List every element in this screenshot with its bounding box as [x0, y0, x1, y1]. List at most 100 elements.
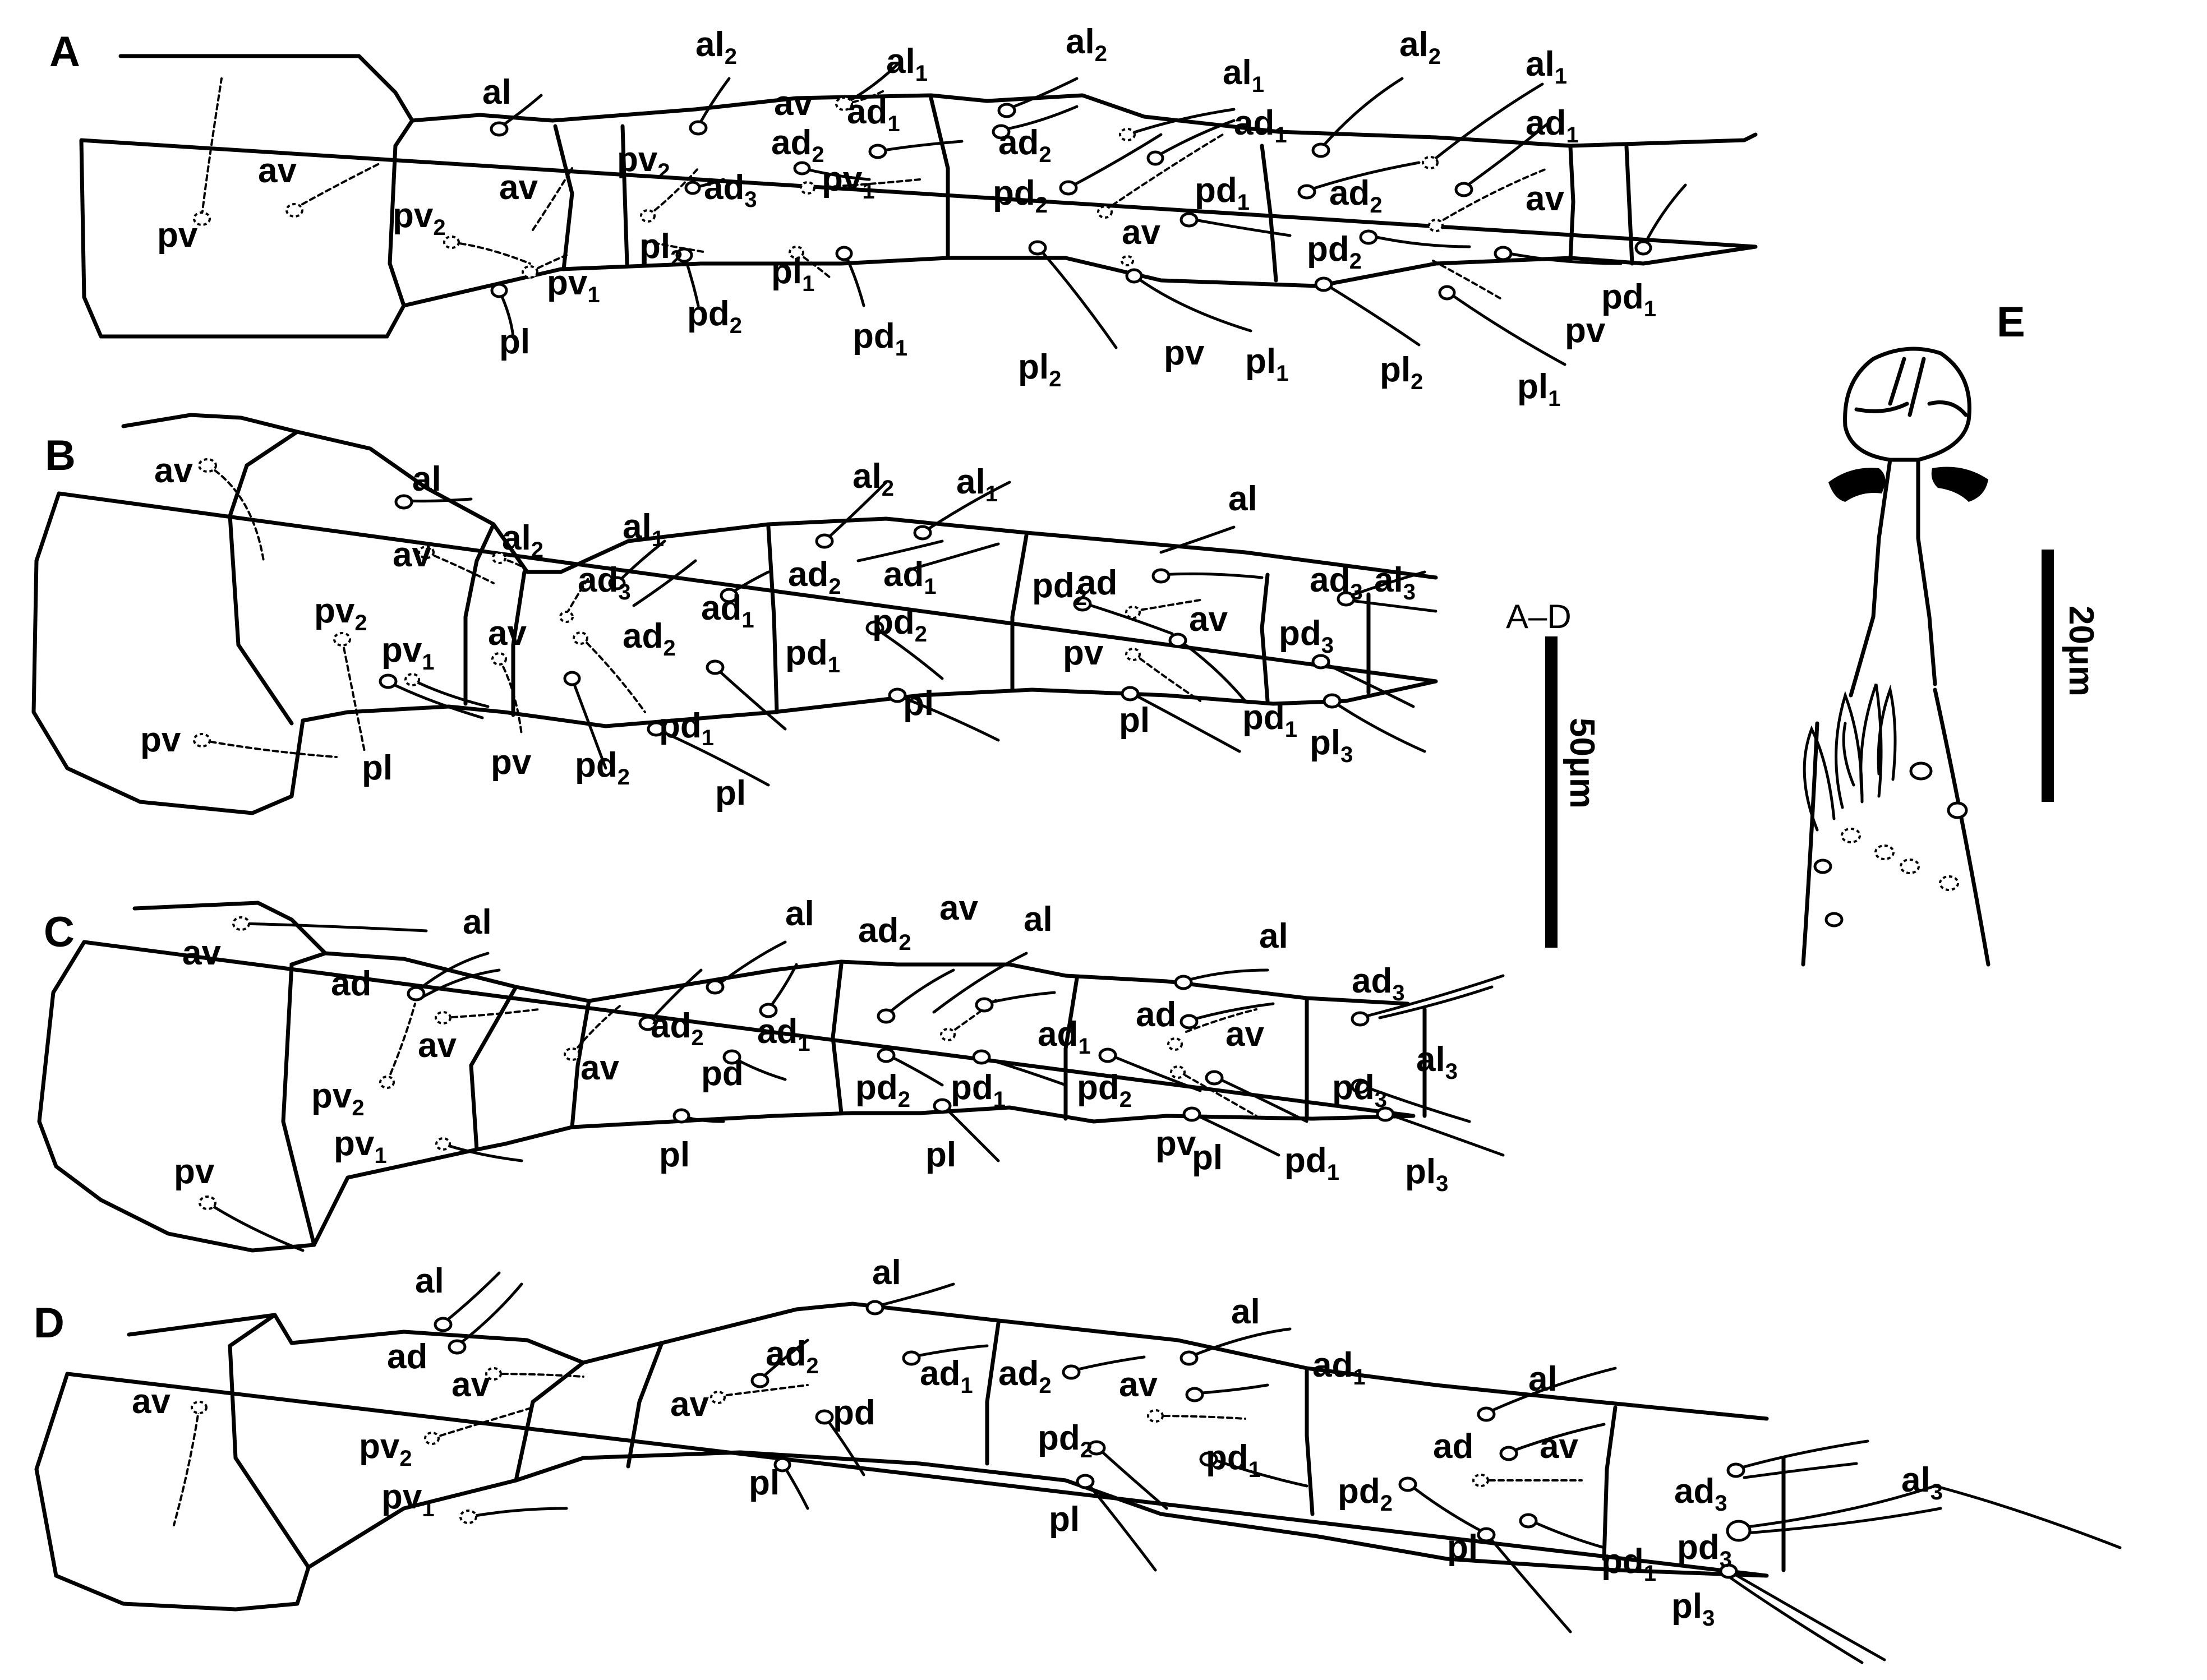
seta-label-al: al: [872, 1253, 901, 1292]
socket: [706, 659, 725, 675]
seta-label-al: al2: [1399, 25, 1441, 69]
tarsal-seta: [1803, 725, 1836, 832]
seta-label-pd: pd1: [1601, 1542, 1656, 1586]
seta-label-pl: pl3: [1671, 1587, 1715, 1631]
socket: [1719, 1563, 1738, 1579]
seta-label-ad: ad: [1136, 995, 1176, 1034]
socket: [789, 246, 804, 259]
socket: [199, 1196, 216, 1210]
stalk: [1849, 458, 1937, 698]
seta: [386, 1003, 416, 1083]
socket: [997, 103, 1016, 118]
seta: [498, 658, 523, 736]
leg-outline-a: [79, 54, 1758, 339]
seta: [873, 626, 944, 680]
seta: [1095, 1445, 1168, 1510]
socket: [434, 1317, 453, 1332]
socket: [490, 121, 509, 137]
socket: [1841, 828, 1861, 843]
socket: [443, 236, 460, 249]
seta-label-av: av: [258, 151, 297, 190]
seta: [1726, 1574, 1864, 1664]
seta-label-ad: ad: [1433, 1427, 1473, 1466]
joint-d: [626, 1341, 664, 1469]
seta-label-pd: pd2: [855, 1068, 910, 1112]
socket: [1909, 761, 1933, 781]
seta-label-pv: pv: [491, 743, 532, 782]
socket: [640, 209, 656, 223]
seta-label-ad: ad2: [998, 123, 1052, 167]
seta: [910, 542, 1000, 571]
pretarsus-drawing: [1801, 347, 1991, 967]
joint-a: [620, 124, 629, 266]
seta: [206, 464, 265, 562]
seta-label-pd: pd2: [1077, 1068, 1132, 1112]
socket: [689, 120, 708, 136]
seta: [1726, 1568, 1886, 1661]
socket: [1146, 150, 1164, 166]
seta: [1501, 251, 1623, 265]
socket: [1337, 591, 1356, 607]
socket: [815, 533, 834, 549]
seta-label-ad: ad3: [578, 561, 631, 604]
seta-label-av: av: [499, 168, 538, 207]
seta: [385, 680, 484, 719]
socket: [1087, 1440, 1106, 1456]
panel-label-c: C: [44, 908, 75, 956]
seta-label-al: al2: [853, 457, 894, 501]
socket: [1939, 875, 1959, 891]
socket: [877, 1008, 896, 1024]
joint-a: [1260, 144, 1278, 283]
setae-b: [193, 458, 1437, 787]
seta: [1358, 974, 1505, 1019]
seta-label-av: av: [1122, 213, 1160, 252]
socket: [1824, 912, 1844, 927]
socket: [1351, 1078, 1370, 1094]
socket: [1174, 975, 1193, 990]
seta: [201, 77, 223, 217]
seta-label-ad: ad2: [771, 123, 824, 167]
socket: [800, 181, 815, 195]
seta-label-ad: ad1: [1234, 104, 1287, 147]
seta-label-ad: ad2: [623, 617, 676, 661]
socket: [191, 1401, 208, 1414]
socket: [573, 631, 588, 645]
socket: [435, 1137, 451, 1151]
seta-labels: pvavpv2alavpv1plpv2pl2pd2al2ad3pl1pd1al1…: [132, 22, 1943, 1631]
seta-label-pd: pd1: [1601, 278, 1656, 321]
seta: [876, 140, 964, 153]
socket: [1376, 1106, 1395, 1122]
seta: [980, 1055, 1067, 1087]
seta: [1067, 133, 1163, 190]
seta-label-pl: pl1: [771, 252, 814, 296]
seta: [419, 968, 501, 1000]
seta-label-al: al2: [1066, 22, 1107, 66]
seta-label-pd: pd2: [993, 174, 1048, 218]
joint-d: [985, 1321, 1001, 1466]
seta: [455, 1282, 523, 1347]
seta: [1319, 77, 1404, 150]
socket: [720, 588, 739, 603]
socket: [1205, 1070, 1224, 1086]
seta-label-pd: pd1: [659, 707, 714, 750]
socket: [1359, 229, 1378, 245]
seta: [1177, 1070, 1257, 1117]
socket: [1121, 686, 1140, 701]
seta: [1432, 260, 1504, 301]
seta: [823, 481, 888, 543]
socket: [1119, 128, 1136, 141]
seta-label-al: al1: [886, 42, 928, 86]
seta-label-pl: pl: [1192, 1138, 1223, 1177]
socket: [379, 1076, 395, 1089]
socket: [608, 576, 626, 590]
socket: [1170, 1065, 1186, 1079]
seta-label-av: av: [182, 934, 221, 972]
socket: [1125, 606, 1141, 619]
seta: [173, 1406, 200, 1526]
seta-label-ad: ad2: [788, 555, 841, 599]
seta: [644, 240, 708, 253]
socket: [706, 979, 725, 995]
socket: [459, 1510, 477, 1524]
seta-label-al: al2: [695, 25, 737, 69]
tarsus-tip: [1801, 687, 1991, 967]
